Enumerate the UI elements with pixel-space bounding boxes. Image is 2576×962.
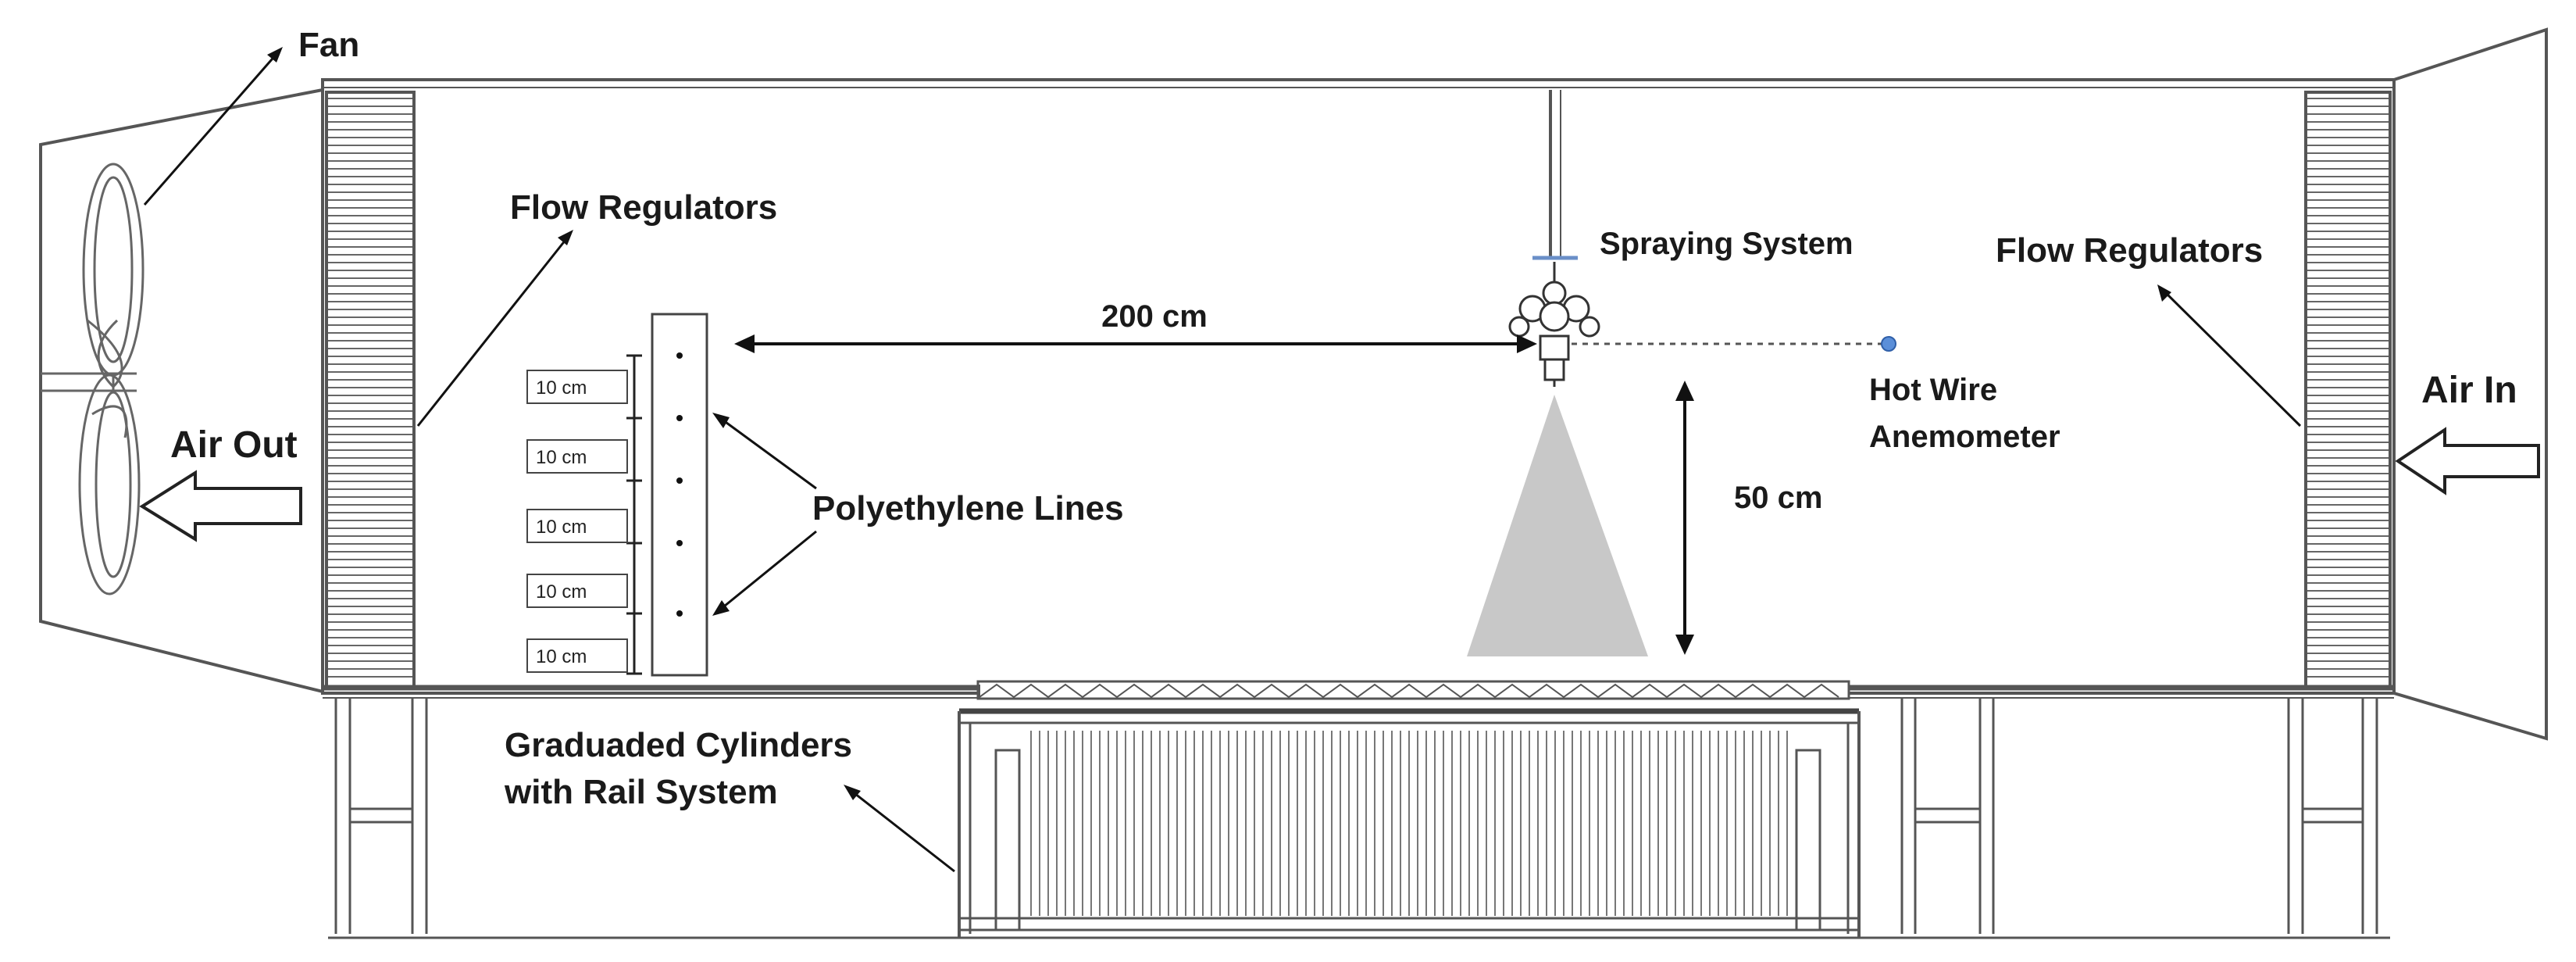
flow-regulator-left <box>325 91 416 689</box>
graduated-cylinders-arrow <box>844 785 955 873</box>
polyethylene-frame <box>651 313 708 677</box>
spacing-label-4: 10 cm <box>536 581 587 603</box>
hot-wire-label-line1: Hot Wire <box>1869 373 1997 407</box>
spacing-label-2: 10 cm <box>536 447 587 468</box>
fan-pointer-arrow <box>143 47 283 206</box>
fan-label: Fan <box>298 26 359 64</box>
spacing-label-box-1: 10 cm <box>526 370 628 404</box>
spray-cone <box>1467 395 1648 656</box>
inlet-flap <box>2392 27 2548 741</box>
air-out-arrow-icon <box>139 470 302 542</box>
flow-regulators-right-label: Flow Regulators <box>1996 231 2263 270</box>
flow-regulators-right-arrow <box>2157 284 2302 427</box>
spacing-label-3: 10 cm <box>536 517 587 538</box>
height-50cm-arrow <box>1675 381 1694 655</box>
hot-wire-anemometer-icon <box>1881 336 1896 352</box>
air-in-label: Air In <box>2421 370 2517 411</box>
spray-pipe <box>1532 90 1578 260</box>
distance-200cm-arrow <box>734 334 1537 353</box>
air-in-arrow-icon <box>2395 427 2540 495</box>
flow-regulator-right <box>2304 91 2392 689</box>
flow-regulators-left-arrow <box>416 230 573 427</box>
spacing-label-5: 10 cm <box>536 646 587 667</box>
outlet-diffuser <box>39 88 324 694</box>
spacing-label-box-5: 10 cm <box>526 638 628 673</box>
spacing-ruler <box>626 354 642 675</box>
spraying-system-label: Spraying System <box>1600 227 1854 261</box>
spray-nozzle-icon <box>1508 262 1600 387</box>
spacing-label-box-3: 10 cm <box>526 509 628 543</box>
height-50cm-label: 50 cm <box>1734 481 1822 515</box>
graduated-cylinders-rail <box>958 680 1861 938</box>
polyethylene-lines-label: Polyethylene Lines <box>812 489 1124 527</box>
graduated-cylinders-label-line2: with Rail System <box>504 773 778 811</box>
flow-regulators-left-label: Flow Regulators <box>510 188 777 227</box>
support-legs <box>328 698 2390 939</box>
fan-icon <box>41 163 144 595</box>
polyethylene-arrow-down <box>712 530 817 616</box>
spacing-label-box-2: 10 cm <box>526 439 628 474</box>
air-out-label: Air Out <box>170 424 298 466</box>
distance-200cm-label: 200 cm <box>1101 299 1208 334</box>
spacing-label-box-4: 10 cm <box>526 574 628 608</box>
spacing-label-1: 10 cm <box>536 377 587 399</box>
graduated-cylinders-label-line1: Graduaded Cylinders <box>505 726 852 764</box>
hot-wire-label-line2: Anemometer <box>1869 420 2060 454</box>
polyethylene-arrow-up <box>712 413 817 490</box>
